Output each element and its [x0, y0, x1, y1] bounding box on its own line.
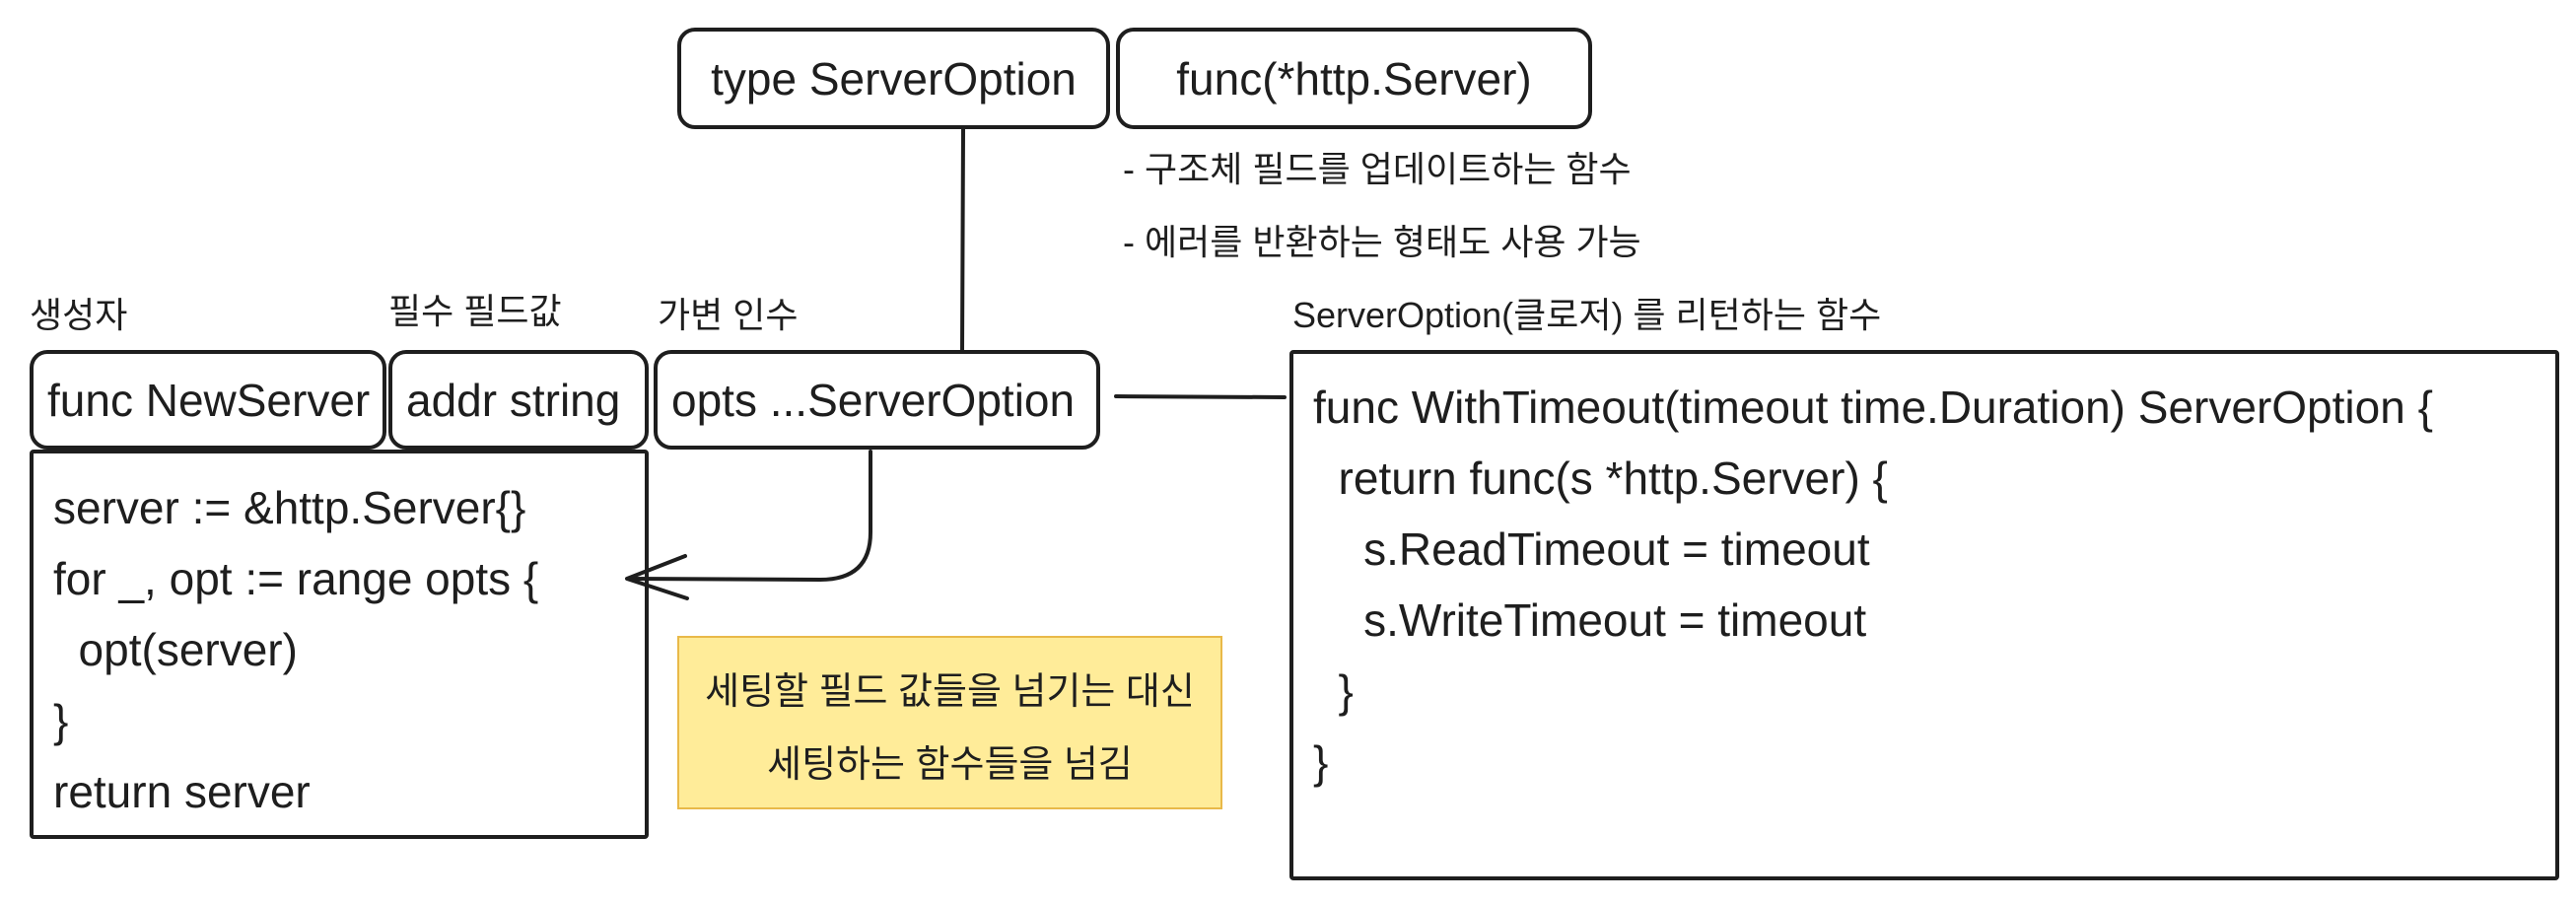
note-update-struct-field: - 구조체 필드를 업데이트하는 함수 — [1123, 149, 1632, 189]
func-newserver-box: func NewServer — [30, 350, 386, 450]
code-line: return server — [53, 766, 311, 817]
func-type-box: func(*http.Server) — [1116, 28, 1592, 129]
sticky-note-line: 세팅하는 함수들을 넘김 — [767, 744, 1133, 786]
label-closure-return: ServerOption(클로저) 를 리턴하는 함수 — [1292, 295, 1882, 335]
addr-string-label: addr string — [406, 374, 621, 426]
constructor-body-box: server := &http.Server{} for _, opt := r… — [30, 450, 649, 839]
code-line: return func(s *http.Server) { — [1313, 452, 1888, 504]
code-line: server := &http.Server{} — [53, 482, 526, 533]
type-to-opts-connector — [960, 127, 965, 354]
code-line: } — [53, 695, 69, 746]
note-error-return-variant: - 에러를 반환하는 형태도 사용 가능 — [1123, 222, 1641, 262]
func-newserver-label: func NewServer — [47, 374, 371, 426]
func-type-label: func(*http.Server) — [1176, 52, 1532, 104]
code-line: s.WriteTimeout = timeout — [1313, 594, 1867, 646]
code-line: } — [1313, 736, 1329, 788]
option-func-box: func WithTimeout(timeout time.Duration) … — [1289, 350, 2559, 880]
label-required-field: 필수 필드값 — [388, 291, 562, 331]
opts-variadic-box: opts ...ServerOption — [654, 350, 1100, 450]
code-line: s.ReadTimeout = timeout — [1313, 523, 1870, 575]
code-line: } — [1313, 665, 1354, 717]
sticky-note-line: 세팅할 필드 값들을 넘기는 대신 — [705, 671, 1195, 713]
opts-to-option-func-connector — [1114, 394, 1287, 399]
type-serveroption-label: type ServerOption — [711, 52, 1077, 104]
label-constructor: 생성자 — [30, 295, 128, 335]
sticky-note: 세팅할 필드 값들을 넘기는 대신 세팅하는 함수들을 넘김 — [677, 636, 1222, 809]
code-line: func WithTimeout(timeout time.Duration) … — [1313, 382, 2433, 433]
label-variadic: 가변 인수 — [658, 295, 799, 335]
type-serveroption-box: type ServerOption — [677, 28, 1110, 129]
code-line: opt(server) — [53, 624, 298, 675]
opts-usage-arrow — [627, 450, 872, 582]
addr-string-box: addr string — [388, 350, 649, 450]
opts-variadic-label: opts ...ServerOption — [671, 374, 1076, 426]
code-line: for _, opt := range opts { — [53, 553, 539, 604]
